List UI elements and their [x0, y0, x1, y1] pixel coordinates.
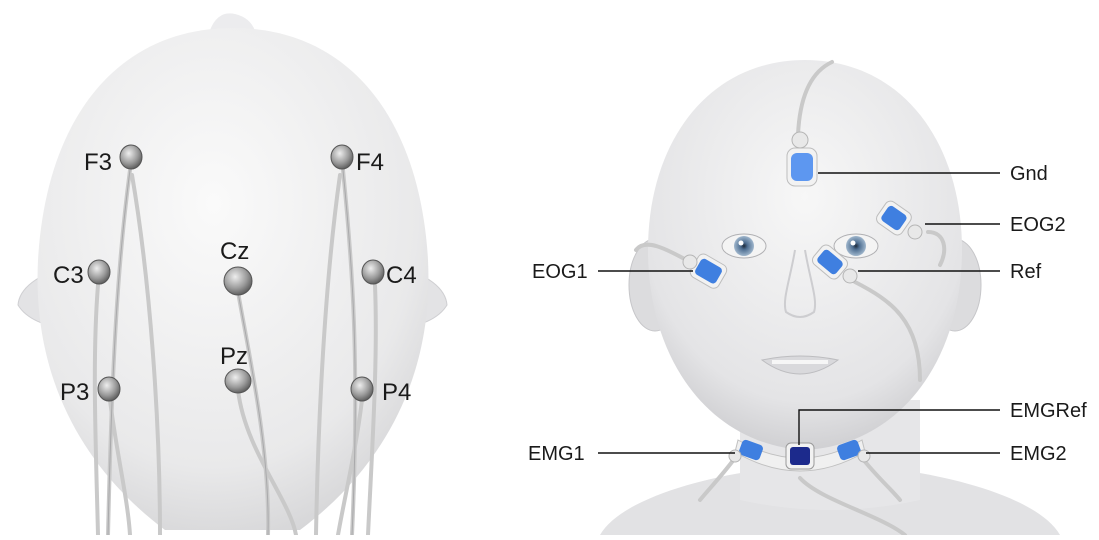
- label-eog2: EOG2: [1010, 214, 1066, 236]
- electrode-c4: [362, 260, 384, 284]
- label-gnd: Gnd: [1010, 163, 1048, 185]
- label-p4: P4: [382, 379, 411, 406]
- label-emg2: EMG2: [1010, 443, 1067, 465]
- label-emg1: EMG1: [528, 443, 585, 465]
- label-c3: C3: [53, 262, 84, 289]
- electrode-pz: [225, 369, 251, 393]
- label-cz: Cz: [220, 238, 249, 265]
- label-p3: P3: [60, 379, 89, 406]
- electrode-emgref: [790, 447, 810, 465]
- label-pz: Pz: [220, 343, 248, 370]
- label-c4: C4: [386, 262, 417, 289]
- label-f4: F4: [356, 149, 384, 176]
- electrode-gnd: [791, 153, 813, 181]
- electrode-p4: [351, 377, 373, 401]
- electrode-f3: [120, 145, 142, 169]
- electrode-cz: [224, 267, 252, 295]
- label-ref: Ref: [1010, 261, 1042, 283]
- label-eog1: EOG1: [532, 261, 588, 283]
- label-f3: F3: [84, 149, 112, 176]
- electrode-p3: [98, 377, 120, 401]
- electrode-c3: [88, 260, 110, 284]
- electrode-f4: [331, 145, 353, 169]
- label-emgref: EMGRef: [1010, 400, 1087, 422]
